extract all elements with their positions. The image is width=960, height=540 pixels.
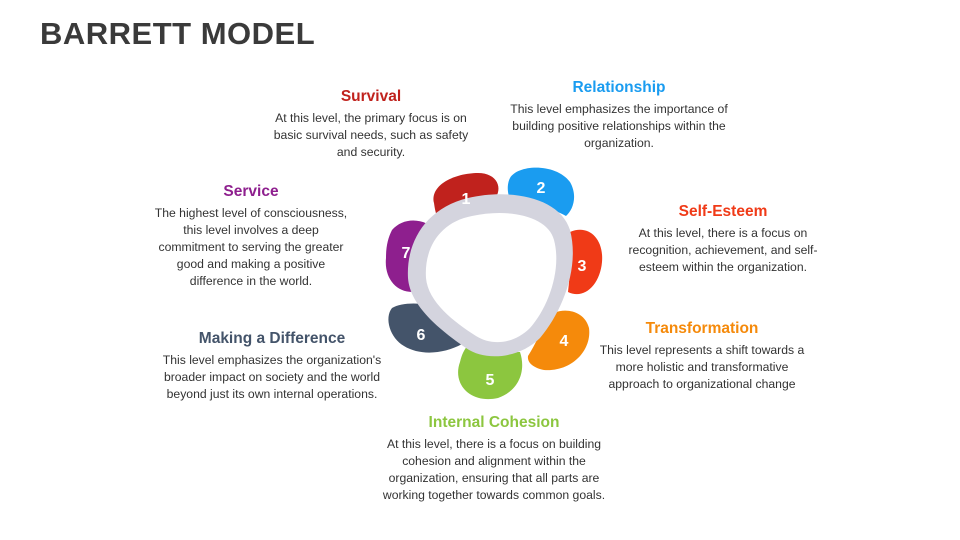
level-5-block: Internal Cohesion At this level, there i…	[370, 414, 618, 504]
level-4-heading: Transformation	[645, 320, 759, 337]
petal-6	[388, 303, 462, 353]
level-2-description: This level emphasizes the importance of …	[510, 102, 728, 150]
petal-3	[568, 229, 603, 295]
level-1-number: 1	[462, 191, 471, 208]
level-7-number: 7	[402, 245, 411, 262]
level-3-number: 3	[578, 258, 587, 275]
level-4-description: This level represents a shift towards a …	[599, 343, 805, 391]
level-6-block: Making a Difference This level emphasize…	[160, 330, 384, 403]
page-title: BARRETT MODEL	[40, 16, 316, 51]
level-4-number: 4	[560, 333, 569, 350]
level-2-heading: Relationship	[572, 79, 666, 96]
level-1-block: Survival At this level, the primary focu…	[268, 88, 474, 161]
level-7-description: The highest level of consciousness, this…	[154, 206, 348, 288]
petal-2	[507, 167, 575, 216]
level-4-block: Transformation This level represents a s…	[594, 320, 810, 393]
level-6-heading: Making a Difference	[198, 330, 346, 347]
petal-5	[458, 345, 523, 400]
level-2-number: 2	[537, 180, 546, 197]
level-1-description: At this level, the primary focus is on b…	[273, 111, 469, 159]
level-3-block: Self-Esteem At this level, there is a fo…	[616, 203, 830, 276]
center-ring-inner	[425, 213, 557, 343]
level-3-heading: Self-Esteem	[678, 203, 768, 220]
level-7-block: Service The highest level of consciousne…	[150, 183, 352, 290]
level-5-heading: Internal Cohesion	[428, 414, 560, 431]
level-1-heading: Survival	[340, 88, 402, 105]
level-2-block: Relationship This level emphasizes the i…	[510, 79, 728, 152]
level-5-description: At this level, there is a focus on build…	[382, 437, 606, 502]
level-5-number: 5	[486, 372, 495, 389]
level-7-heading: Service	[223, 183, 279, 200]
level-6-description: This level emphasizes the organization's…	[162, 353, 382, 401]
level-6-number: 6	[417, 327, 426, 344]
level-3-description: At this level, there is a focus on recog…	[628, 226, 818, 274]
